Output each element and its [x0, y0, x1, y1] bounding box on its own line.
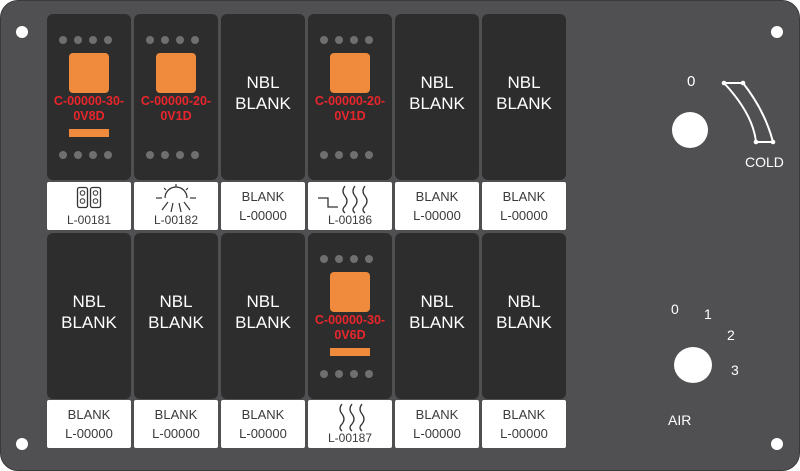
- mounting-hole: [16, 26, 28, 38]
- air-position-3: 3: [731, 362, 739, 378]
- switch-code: C-00000-20-0V1D: [140, 94, 212, 123]
- rocker-switch-r1-1[interactable]: C-00000-30-0V8D: [47, 14, 131, 180]
- switch-code: C-00000-20-0V1D: [314, 94, 386, 123]
- air-fan-knob[interactable]: [674, 347, 712, 383]
- switch-label-r1-4: L-00186: [308, 182, 392, 230]
- mounting-hole: [16, 438, 28, 450]
- switch-label-r1-2: L-00182: [134, 182, 218, 230]
- switch-label-r2-3: BLANK L-00000: [221, 400, 305, 448]
- indicator-led: [69, 53, 109, 93]
- step-heat-icon: [318, 185, 368, 214]
- mounting-hole: [771, 26, 783, 38]
- air-position-1: 1: [704, 306, 712, 322]
- switch-code: C-00000-30-0V6D: [314, 313, 386, 342]
- sun-icon: [156, 184, 196, 213]
- air-position-2: 2: [727, 327, 735, 343]
- switch-label-r2-2: BLANK L-00000: [134, 400, 218, 448]
- temperature-knob[interactable]: [672, 112, 708, 148]
- temp-position-0: 0: [687, 73, 696, 90]
- two-box-icon: [76, 186, 102, 209]
- switch-label-r1-5: BLANK L-00000: [395, 182, 479, 230]
- switch-label-r1-3: BLANK L-00000: [221, 182, 305, 230]
- switch-code: C-00000-30-0V8D: [53, 94, 125, 123]
- cold-label: COLD: [745, 154, 784, 170]
- rocker-switch-r1-2[interactable]: C-00000-20-0V1D: [134, 14, 218, 180]
- indicator-led: [330, 272, 370, 312]
- air-label: AIR: [668, 412, 692, 428]
- indicator-led: [330, 53, 370, 93]
- air-position-0: 0: [671, 301, 679, 317]
- switch-label-r2-5: BLANK L-00000: [395, 400, 479, 448]
- mounting-hole: [771, 438, 783, 450]
- rocker-switch-r2-4[interactable]: C-00000-30-0V6D: [308, 233, 392, 399]
- indicator-led: [156, 53, 196, 93]
- indicator-bar: [330, 348, 370, 356]
- indicator-bar: [69, 129, 109, 137]
- heat-icon: [339, 403, 365, 432]
- rocker-switch-r1-4[interactable]: C-00000-20-0V1D: [308, 14, 392, 180]
- switch-label-r2-6: BLANK L-00000: [482, 400, 566, 448]
- switch-label-r1-1: L-00181: [47, 182, 131, 230]
- switch-label-r2-1: BLANK L-00000: [47, 400, 131, 448]
- switch-label-r1-6: BLANK L-00000: [482, 182, 566, 230]
- switch-label-r2-4: L-00187: [308, 400, 392, 448]
- cold-scale-arc: [721, 80, 776, 145]
